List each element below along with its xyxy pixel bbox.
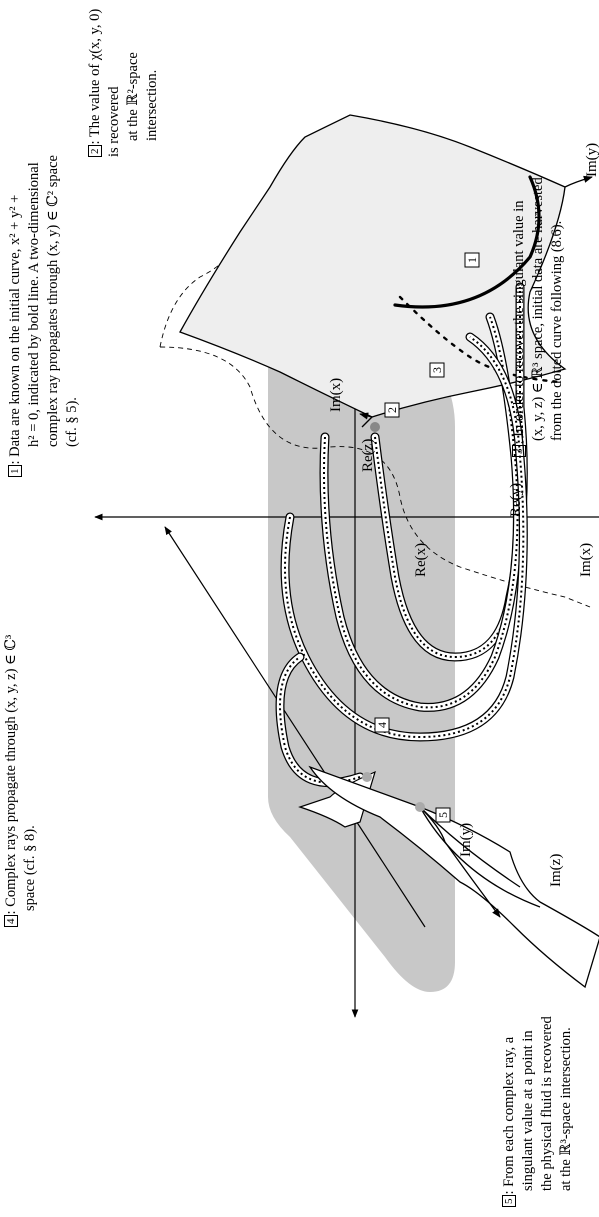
note-4-tag: 4 [4, 915, 18, 927]
note-4-line2: space (cf. § 8). [22, 825, 38, 911]
label-re-x: Re(x) [413, 543, 429, 577]
label-re-z: Re(z) [360, 439, 376, 472]
note-5-line4: at the ℝ³-space intersection. [558, 1027, 574, 1191]
note-2: 2: The value of χ(x, y, 0) is recovered … [86, 2, 162, 157]
label-im-x-bottom: Im(x) [578, 543, 594, 577]
note-4-line1: : Complex rays propagate through (x, y, … [3, 634, 19, 915]
marker-5: 5 [435, 807, 451, 823]
note-2-line2: at the ℝ²-space intersection. [125, 52, 160, 141]
physical-sheet [308, 765, 599, 989]
im-x-right-axis [419, 806, 541, 908]
note-1-tag: 1 [8, 465, 22, 477]
note-1-line1: : Data are known on the initial curve, x… [7, 194, 23, 465]
marker-3: 3 [429, 362, 445, 378]
note-1: 1: Data are known on the initial curve, … [6, 7, 82, 477]
note-2-tag: 2 [88, 145, 102, 157]
note-3-line3: from the dotted curve following (8.6). [549, 220, 565, 441]
note-2-line1: : The value of χ(x, y, 0) is recovered [87, 8, 122, 157]
initial-curve [393, 175, 541, 309]
point-5-dot [415, 802, 425, 812]
im-x-top-arrow [359, 412, 373, 420]
point-2-dot [370, 422, 380, 432]
note-5-line3: the physical fluid is recovered [539, 1016, 555, 1191]
label-im-y-left: Im(y) [584, 143, 599, 177]
note-3: 3: In order to recover the singulant val… [510, 7, 567, 457]
svg-text:2: 2 [385, 407, 399, 413]
svg-text:1: 1 [465, 257, 479, 263]
marker-4: 4 [374, 717, 390, 733]
im-x-top-axis [361, 416, 373, 428]
complex-rays [275, 282, 528, 788]
note-1-line3: complex ray propagates through (x, y) ∈ … [45, 155, 61, 447]
im-z-axis [419, 806, 521, 888]
note-5-line1: : From each complex ray, a [501, 1036, 517, 1195]
note-4: 4: Complex rays propagate through (x, y,… [2, 477, 40, 927]
note-5-line2: singulant value at a point in [520, 1030, 536, 1191]
label-im-y-right: Im(y) [458, 823, 474, 857]
marker-2: 2 [384, 402, 400, 418]
dotted-curve [398, 295, 562, 384]
note-1-line2: h² = 0, indicated by bold line. A two-di… [26, 162, 42, 447]
svg-text:5: 5 [436, 812, 450, 818]
ray-end-dot [362, 772, 372, 782]
real-plane [268, 217, 455, 992]
note-5-tag: 5 [502, 1195, 516, 1207]
marker-1: 1 [464, 252, 480, 268]
label-im-x-top: Im(x) [328, 378, 344, 412]
label-im-z: Im(z) [548, 854, 564, 887]
svg-text:4: 4 [375, 722, 389, 728]
note-1-line4: (cf. § 5). [64, 397, 80, 447]
re-x-axis [164, 526, 426, 928]
label-re-y: Re(y) [508, 483, 524, 517]
note-5: 5: From each complex ray, a singulant va… [500, 947, 576, 1207]
im-y-left-arrow [564, 175, 593, 188]
note-3-line2: (x, y, z) ∈ ℝ³ space, initial data are h… [530, 177, 546, 441]
svg-text:3: 3 [430, 367, 444, 373]
note-3-line1: : In order to recover the singulant valu… [511, 200, 527, 445]
note-3-tag: 3 [512, 445, 526, 457]
